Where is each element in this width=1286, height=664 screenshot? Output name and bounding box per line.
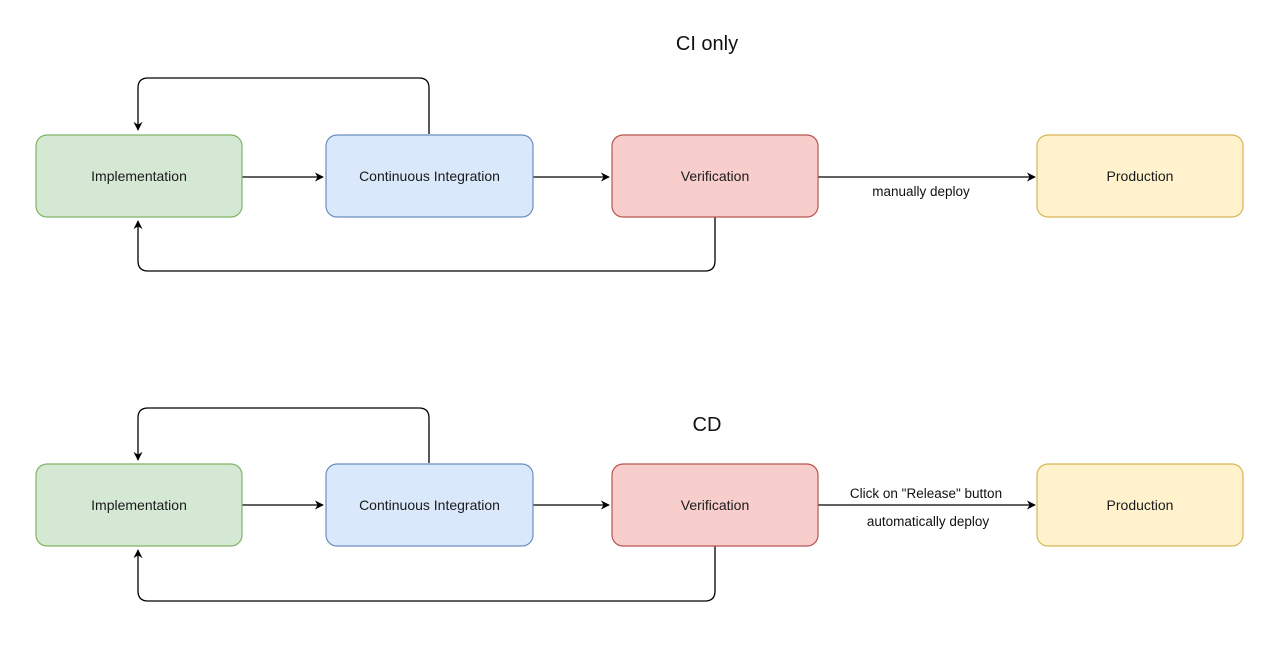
release-button-label: Click on "Release" button — [850, 486, 1002, 501]
cd-diagram: CD Click on "Release" button automatical… — [35, 407, 1244, 602]
continuous-integration-node: Continuous Integration — [325, 463, 534, 547]
ci-only-diagram: CI only manually deploy Implementation C… — [35, 33, 1244, 272]
verification-label: Verification — [681, 168, 749, 184]
implementation-node: Implementation — [35, 134, 243, 218]
continuous-integration-node: Continuous Integration — [325, 134, 534, 218]
implementation-node: Implementation — [35, 463, 243, 547]
edge-verification-feedback-to-implementation — [133, 546, 716, 602]
deploy-label: manually deploy — [872, 184, 970, 199]
verification-label: Verification — [681, 497, 749, 513]
verification-node: Verification — [611, 463, 819, 547]
implementation-label: Implementation — [91, 168, 187, 184]
ci-only-title: CI only — [676, 33, 738, 55]
edge-verification-feedback-to-implementation — [133, 217, 716, 272]
edge-ci-feedback-to-implementation — [133, 407, 430, 463]
production-node: Production — [1036, 463, 1244, 547]
deploy-label: automatically deploy — [867, 514, 990, 529]
continuous-integration-label: Continuous Integration — [359, 497, 500, 513]
cd-title: CD — [693, 414, 722, 436]
production-label: Production — [1107, 497, 1174, 513]
implementation-label: Implementation — [91, 497, 187, 513]
continuous-integration-label: Continuous Integration — [359, 168, 500, 184]
production-node: Production — [1036, 134, 1244, 218]
edge-ci-feedback-to-implementation — [133, 77, 430, 134]
production-label: Production — [1107, 168, 1174, 184]
verification-node: Verification — [611, 134, 819, 218]
